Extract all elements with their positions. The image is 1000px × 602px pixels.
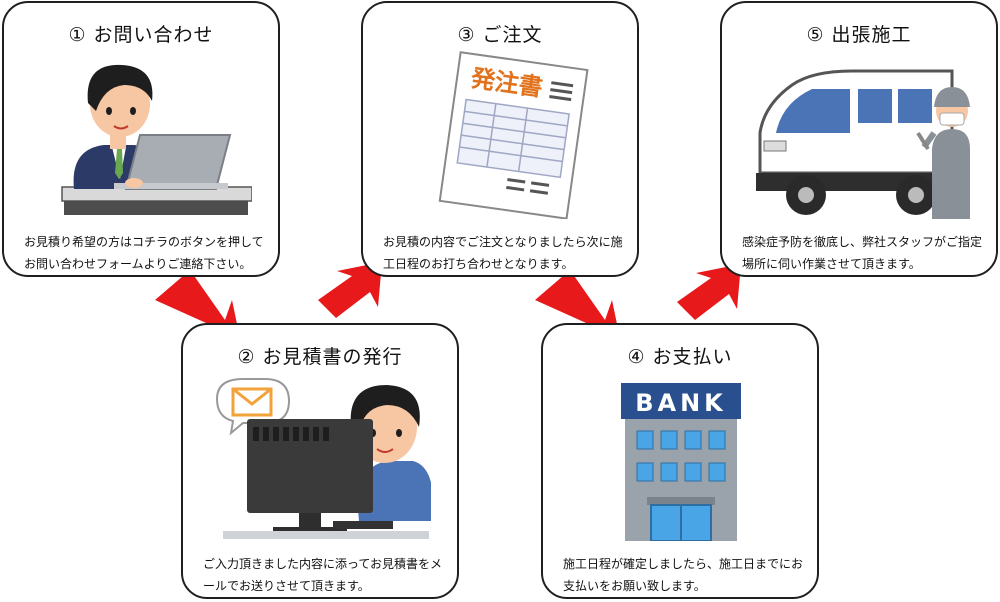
step-title: ③ ご注文 [363,20,637,47]
step-title: ② お見積書の発行 [183,342,457,369]
step-number: ① [68,24,87,46]
step-number: ③ [457,24,476,46]
bank-building-icon: BANK [621,383,741,541]
step-title-text: 出張施工 [831,24,912,46]
step-number: ② [237,346,256,368]
step-card-payment: ④ お支払い BANK 施工日程が確定しましたら、施工日までにお支払いをお願い致… [541,323,819,599]
mail-notification-icon [215,378,431,539]
step-title: ④ お支払い [543,342,817,369]
bank-sign-label: BANK [635,389,727,417]
step-number: ⑤ [806,24,825,46]
step-number: ④ [627,346,646,368]
step-title-text: お問い合わせ [93,24,214,46]
step-description: お見積の内容でご注文となりましたら次に施工日程のお打ち合わせとなります。 [383,235,623,271]
step-description: 感染症予防を徹底し、弊社スタッフがご指定場所に伺い作業させて頂きます。 [742,235,983,271]
step-title-text: ご注文 [482,24,543,46]
businessman-laptop-icon [61,64,252,215]
step-description: お見積り希望の方はコチラのボタンを押してお問い合わせフォームよりご連絡下さい。 [24,235,264,271]
step-card-estimate: ② お見積書の発行 ご入力頂きました内容に添ってお見積書をメールでお送りさせて頂… [181,323,459,599]
step-title-text: お支払い [652,346,733,368]
step-card-order: ③ ご注文 発注書 お見積の内容でご注文となりましたら次に施工日程のお打ち合わせ… [361,1,639,277]
step-title-text: お見積書の発行 [262,346,403,368]
step-description: ご入力頂きました内容に添ってお見積書をメールでお送りさせて頂きます。 [203,557,443,593]
service-van-worker-icon [756,69,970,219]
step-card-inquiry: ① お問い合わせ お見積り希望の方はコチラのボタンを押してお問い合わせフォームよ… [2,1,280,277]
purchase-order-icon: 発注書 [438,51,589,219]
step-title: ⑤ 出張施工 [722,20,996,47]
step-description: 施工日程が確定しましたら、施工日までにお支払いをお願い致します。 [563,557,804,593]
arrow-4-to-5 [677,264,741,320]
step-card-onsite-work: ⑤ 出張施工 感染症予防を徹底し、弊社スタッフがご指定場所に伺い作業させて頂きま… [720,1,998,277]
step-title: ① お問い合わせ [4,20,278,47]
arrow-2-to-3 [318,262,382,318]
